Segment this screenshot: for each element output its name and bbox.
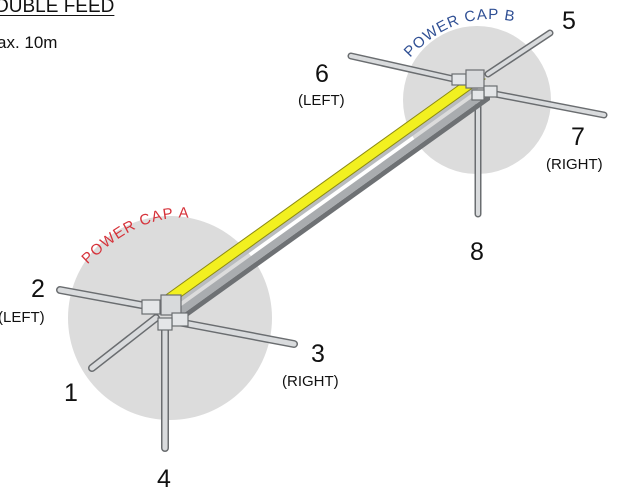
- point-5-number: 5: [562, 7, 576, 35]
- point-1-number: 1: [64, 379, 78, 407]
- point-7-number: 7: [571, 123, 585, 151]
- diagram-title: OUBLE FEED: [0, 0, 115, 17]
- point-6-number: 6: [315, 60, 329, 88]
- cable-7-right: [486, 89, 608, 119]
- cable-3-right: [174, 318, 298, 348]
- cable-5: [484, 29, 554, 78]
- point-2-number: 2: [31, 275, 45, 303]
- max-length-note: ax. 10m: [0, 33, 58, 52]
- point-6-side-label: (LEFT): [298, 92, 345, 109]
- cable-6-left: [347, 52, 462, 84]
- cable-1: [88, 314, 160, 372]
- point-8-number: 8: [470, 238, 484, 266]
- point-7-side-label: (RIGHT): [546, 156, 603, 173]
- power-cap-a-connector: [141, 294, 189, 331]
- point-2-side-label: (LEFT): [0, 309, 45, 326]
- led-strip-profile: [161, 74, 490, 322]
- point-3-number: 3: [311, 340, 325, 368]
- point-3-side-label: (RIGHT): [282, 373, 339, 390]
- point-4-number: 4: [157, 465, 171, 493]
- cable-2-left: [56, 286, 156, 311]
- power-cap-b-connector: [451, 69, 498, 101]
